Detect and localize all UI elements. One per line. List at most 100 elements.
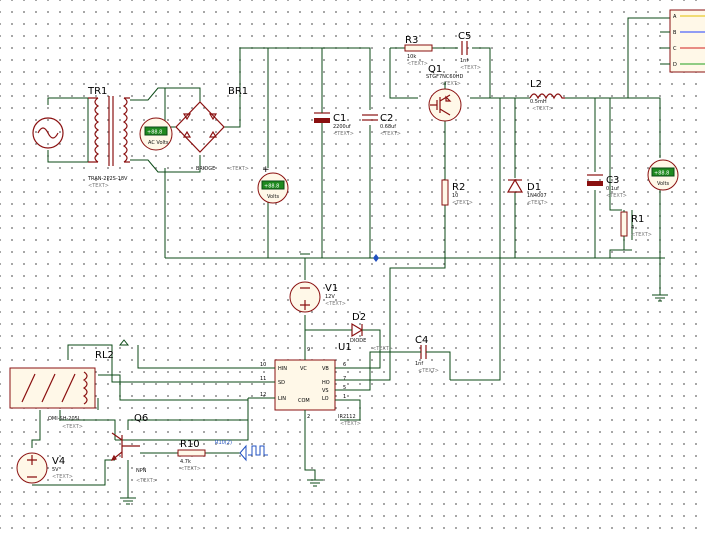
capacitor-c5[interactable]	[461, 41, 468, 55]
br1-value: BRIDGE	[196, 166, 215, 172]
d2-text: <TEXT>	[372, 346, 393, 352]
capacitor-c3[interactable]	[587, 174, 603, 186]
v4-ref: V4	[52, 456, 65, 467]
v4-value: 5V	[52, 467, 59, 473]
u1-num-5: 5	[343, 385, 346, 391]
c5-text: <TEXT>	[460, 65, 481, 71]
dc-meter-1-label: Volts	[267, 194, 279, 200]
r3-value: 10k	[407, 54, 416, 60]
u1-num-1: 1	[343, 394, 346, 400]
ac-source[interactable]	[32, 117, 64, 149]
l2-value: 0.5mH	[530, 99, 547, 105]
ac-voltmeter[interactable]: +88.8 AC Volts	[139, 117, 173, 151]
ground-u1	[307, 479, 323, 487]
v1-text: <TEXT>	[325, 301, 346, 307]
ac-meter-reading: +88.8	[147, 130, 162, 136]
c4-ref: C4	[415, 335, 428, 346]
r2-value: 10	[452, 193, 458, 199]
d2-value: DIODE	[350, 338, 366, 344]
scope-ch-d: D	[673, 62, 677, 68]
u1-pin-vb: VB	[322, 366, 329, 372]
c3-ref: C3	[606, 175, 619, 186]
c4-value: 1nf	[415, 361, 423, 367]
capacitor-c1[interactable]	[314, 95, 330, 130]
resistor-r2[interactable]	[441, 179, 449, 206]
r10-ref: R10	[180, 439, 200, 450]
battery-v4[interactable]	[16, 452, 48, 484]
u1-pin-vc: VC	[300, 366, 307, 372]
diode-d2[interactable]	[340, 322, 365, 338]
u1-num-10: 10	[260, 362, 266, 368]
c4-text: <TEXT>	[418, 368, 439, 374]
capacitor-c2[interactable]	[362, 114, 378, 121]
r1-text: <TEXT>	[631, 232, 652, 238]
relay-rl2[interactable]	[9, 339, 130, 409]
u1-num-7: 7	[343, 376, 346, 382]
resistor-r1[interactable]	[620, 210, 628, 250]
transformer-tr1[interactable]	[88, 96, 130, 166]
l2-ref: L2	[530, 79, 542, 90]
br1-ref: BR1	[228, 86, 248, 97]
u1-text: <TEXT>	[340, 421, 361, 427]
rl2-value: OMI-SH-205L	[48, 416, 81, 422]
scope-ch-a: A	[673, 14, 677, 20]
oscilloscope[interactable]: A B C D	[660, 9, 705, 73]
v4-text: <TEXT>	[52, 474, 73, 480]
scope-ch-b: B	[673, 30, 677, 36]
d2-ref: D2	[352, 312, 366, 323]
dc-meter-2-label: Volts	[657, 181, 669, 187]
resistor-r10[interactable]	[177, 449, 206, 457]
ac-meter-label: AC Volts	[148, 140, 169, 146]
v1-ref: V1	[325, 283, 338, 294]
battery-v1[interactable]	[289, 281, 321, 313]
c1-ref: C1	[333, 113, 346, 124]
q1-value: STGF7NC60HD	[426, 74, 464, 80]
probe-marker	[373, 254, 379, 262]
u1-num-12: 12	[260, 392, 266, 398]
v1-value: 12V	[325, 294, 335, 300]
r2-text: <TEXT>	[452, 200, 473, 206]
c2-value: 0.68uf	[380, 124, 396, 130]
u1-value: IR2112	[338, 414, 356, 420]
capacitor-c4[interactable]	[415, 345, 428, 359]
plus-sign: +	[262, 165, 270, 175]
driver-ic-u1[interactable]: HIN SD LIN VC VB HO VS LO COM 10 11 12 9…	[248, 345, 346, 420]
dc-voltmeter-1[interactable]: +88.8 Volts +	[257, 165, 289, 204]
dc-voltmeter-2[interactable]: +88.8 Volts	[647, 159, 679, 191]
pulse-generator[interactable]	[239, 444, 268, 462]
u1-pin-ho: HO	[322, 380, 330, 386]
r3-ref: R3	[405, 35, 418, 46]
r10-source-label: R10(2)	[215, 440, 232, 446]
r3-text: <TEXT>	[407, 61, 428, 67]
c2-ref: C2	[380, 113, 393, 124]
wires	[31, 17, 670, 498]
c1-value: 2200uf	[333, 124, 351, 130]
inductor-l2[interactable]	[529, 93, 565, 100]
d1-text: <TEXT>	[527, 200, 548, 206]
u1-ref: U1	[338, 342, 352, 353]
u1-num-11: 11	[260, 376, 266, 382]
transistor-q6[interactable]	[110, 432, 140, 461]
u1-pin-lo: LO	[322, 396, 329, 402]
c1-text: <TEXT>	[333, 131, 354, 137]
diode-d1[interactable]	[506, 178, 524, 193]
q6-text: <TEXT>	[136, 478, 157, 484]
resistor-r3[interactable]	[404, 44, 433, 52]
u1-num-6: 6	[343, 362, 346, 368]
u1-pin-hin: HIN	[278, 366, 287, 372]
u1-pin-sd: SD	[278, 380, 285, 386]
r10-value: 4.7k	[180, 459, 191, 465]
u1-pin-lin: LIN	[278, 396, 286, 402]
r2-ref: R2	[452, 182, 465, 193]
bridge-rectifier-br1[interactable]	[175, 101, 225, 153]
c3-value: 0.1uf	[606, 186, 619, 192]
rl2-text: <TEXT>	[62, 424, 83, 430]
u1-num-9: 9	[307, 347, 310, 353]
d1-value: 1N4007	[527, 193, 547, 199]
igbt-q1[interactable]	[428, 88, 462, 122]
u1-pin-vs: VS	[322, 388, 329, 394]
u1-num-2: 2	[307, 414, 310, 420]
c3-text: <TEXT>	[606, 193, 627, 199]
